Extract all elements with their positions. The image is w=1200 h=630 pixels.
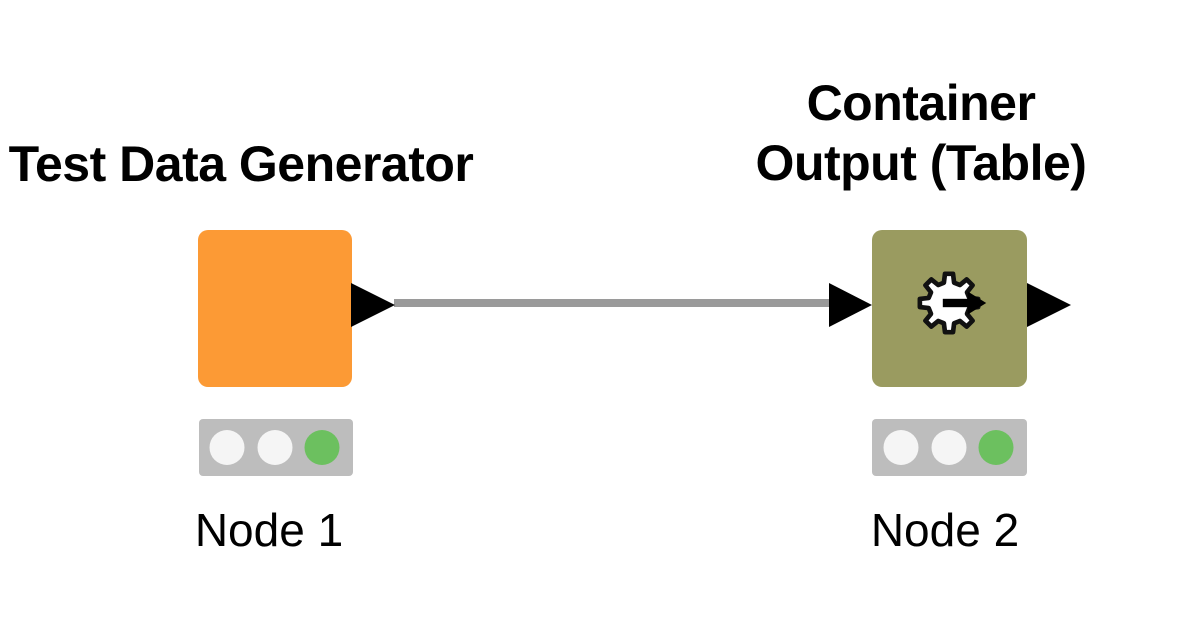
status-light-circle-2: [257, 430, 293, 465]
node1-status-light: [199, 419, 353, 476]
node1-name-line: Test Data Generator: [8, 136, 474, 192]
status-light-circle-1: [209, 430, 245, 465]
status-light-circle-2: [931, 430, 967, 465]
gear-arrow-shaft: [942, 298, 971, 308]
status-light-circle-1: [883, 430, 919, 465]
status-light-circle-green: [304, 430, 340, 465]
node1-label: Node 1: [194, 504, 344, 556]
node2-output-port[interactable]: [1027, 283, 1071, 327]
node2-status-light: [872, 419, 1027, 476]
node1-body[interactable]: [198, 230, 352, 387]
gear-arrow-head: [967, 291, 987, 315]
status-light-circle-green: [978, 430, 1014, 465]
node2-name-line-1: Container: [806, 75, 1036, 131]
gear-arrow-icon: [917, 271, 987, 335]
node2-input-port[interactable]: [829, 283, 872, 327]
node1-output-port[interactable]: [351, 283, 395, 327]
node2-name: Container Output (Table): [756, 73, 1087, 193]
node2-label: Node 2: [870, 504, 1020, 556]
node1-name: Test Data Generator: [9, 134, 474, 194]
node2-name-line-2: Output (Table): [755, 135, 1087, 191]
